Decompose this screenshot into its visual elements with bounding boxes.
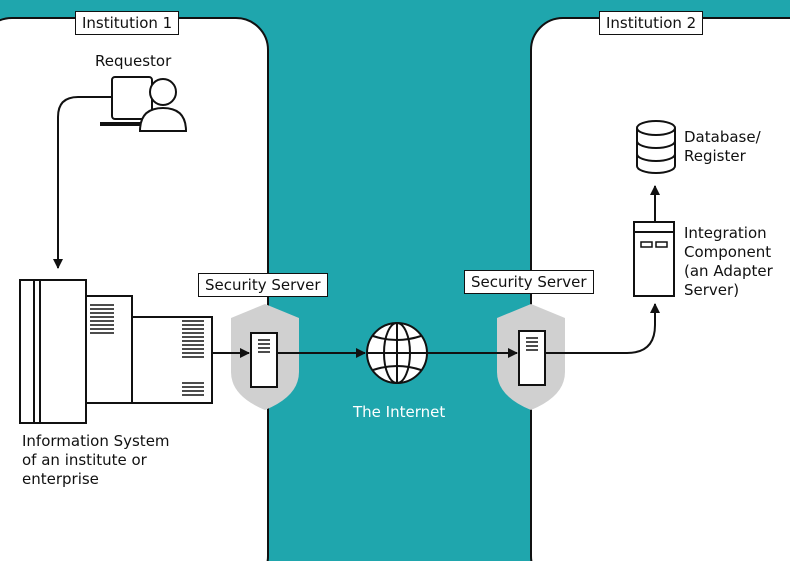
security-server-icon-2	[518, 330, 546, 386]
building-windows	[90, 304, 204, 396]
info-system-line-3: enterprise	[22, 470, 99, 488]
database-icon	[636, 120, 676, 174]
database-line-2: Register	[684, 147, 746, 165]
information-system-label: Information System of an institute or en…	[22, 432, 170, 489]
adapter-server-icon	[633, 221, 675, 297]
integration-line-4: Server)	[684, 281, 740, 299]
integration-line-2: Component	[684, 243, 772, 261]
internet-globe-icon	[366, 322, 428, 384]
information-system-icon	[19, 279, 213, 424]
database-line-1: Database/	[684, 128, 761, 146]
requestor-label: Requestor	[95, 52, 172, 70]
integration-component-label: Integration Component (an Adapter Server…	[684, 224, 773, 300]
requestor-icon	[100, 76, 188, 132]
integration-line-1: Integration	[684, 224, 767, 242]
connector-server-to-adapter	[545, 303, 660, 354]
security-server-icon-1	[250, 332, 278, 388]
internet-label: The Internet	[353, 403, 446, 421]
info-system-line-2: of an institute or	[22, 451, 147, 469]
requestor-connector	[53, 96, 112, 269]
security-server-label-2: Security Server	[464, 270, 594, 294]
institution-2-title: Institution 2	[599, 11, 704, 35]
database-label: Database/ Register	[684, 128, 761, 166]
security-server-label-1: Security Server	[198, 273, 328, 297]
institution-1-title: Institution 1	[75, 11, 180, 35]
integration-line-3: (an Adapter	[684, 262, 773, 280]
info-system-line-1: Information System	[22, 432, 170, 450]
